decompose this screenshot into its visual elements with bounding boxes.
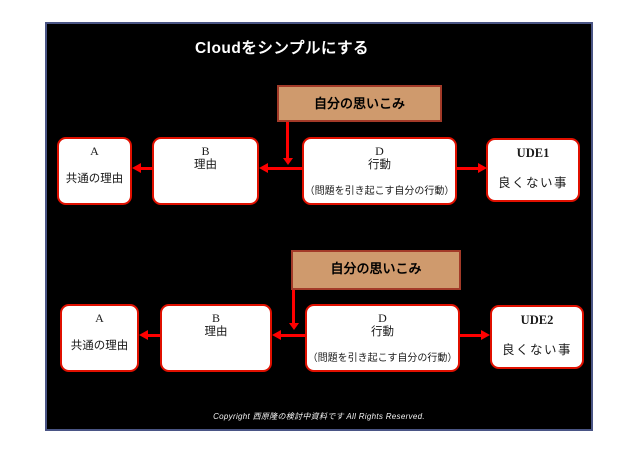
box-label: B	[201, 144, 210, 158]
box-d-action-row1: D 行動 （問題を引き起こす自分の行動）	[302, 137, 457, 205]
assumption-label: 自分の思いこみ	[313, 96, 405, 111]
box-text: 理由	[194, 158, 217, 171]
slide: Cloudをシンプルにする 自分の思いこみ A 共通の理由 B 理由 D 行動 …	[45, 22, 593, 431]
arrowhead-down-icon	[283, 158, 293, 165]
box-label: D	[375, 144, 384, 158]
box-text: 理由	[204, 325, 228, 338]
arrowhead-down-icon	[289, 323, 299, 330]
assumption-connector-line	[286, 122, 289, 158]
arrowhead-right-icon	[478, 163, 487, 173]
arrow-b-to-a-row1	[141, 167, 152, 170]
box-label: A	[90, 144, 99, 158]
arrow-b-to-a-row2	[148, 334, 160, 337]
arrow-d-to-ude2	[460, 334, 481, 337]
box-d-action-row2: D 行動 （問題を引き起こす自分の行動）	[305, 304, 460, 372]
box-b-reason-row1: B 理由	[152, 137, 259, 205]
assumption-box-row1: 自分の思いこみ	[277, 85, 442, 122]
box-subtitle: 行動	[368, 158, 391, 171]
box-ude1: UDE1 良くない事	[486, 138, 580, 202]
box-subtitle: 行動	[371, 325, 394, 338]
assumption-label: 自分の思いこみ	[330, 261, 422, 276]
slide-title: Cloudをシンプルにする	[194, 40, 370, 57]
arrow-d-to-b-row2	[281, 334, 305, 337]
box-text: （問題を引き起こす自分の行動）	[304, 186, 455, 198]
box-label: A	[95, 311, 104, 325]
arrowhead-left-icon	[272, 330, 281, 340]
box-text: （問題を引き起こす自分の行動）	[307, 353, 458, 365]
arrowhead-left-icon	[139, 330, 148, 340]
box-label: B	[211, 311, 220, 325]
arrow-d-to-b-row1	[268, 167, 302, 170]
box-text: 良くない事	[497, 176, 568, 191]
box-a-common-reason-row1: A 共通の理由	[57, 137, 132, 205]
arrowhead-right-icon	[481, 330, 490, 340]
assumption-box-row2: 自分の思いこみ	[291, 250, 461, 290]
arrowhead-left-icon	[259, 163, 268, 173]
box-ude2: UDE2 良くない事	[490, 305, 584, 369]
arrowhead-left-icon	[132, 163, 141, 173]
box-a-common-reason-row2: A 共通の理由	[60, 304, 139, 372]
copyright-footer: Copyright 西原隆の検討中資料です All Rights Reserve…	[213, 412, 425, 421]
box-label: UDE2	[520, 313, 554, 327]
box-text: 共通の理由	[65, 172, 124, 185]
box-text: 良くない事	[501, 343, 572, 358]
arrow-d-to-ude1	[457, 167, 478, 170]
box-text: 共通の理由	[70, 339, 129, 352]
box-label: D	[378, 311, 387, 325]
assumption-connector-line	[292, 290, 295, 323]
box-label: UDE1	[516, 146, 550, 160]
box-b-reason-row2: B 理由	[160, 304, 272, 372]
